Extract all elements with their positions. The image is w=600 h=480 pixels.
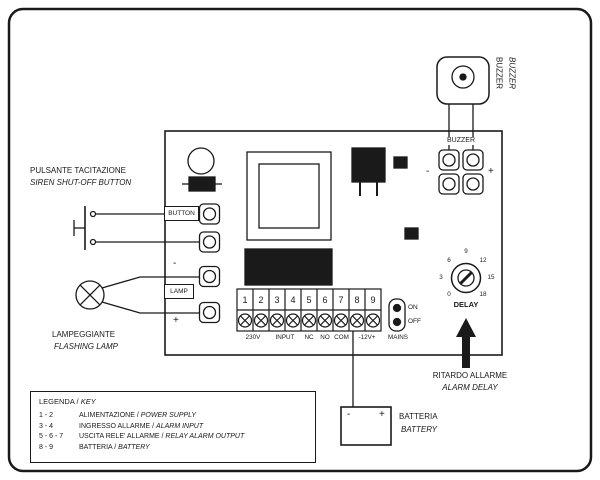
buzzer-ext-label-it: BUZZER [494,57,504,89]
battery-box [340,406,392,446]
lamp-wires [101,276,199,314]
component-transformer [246,151,332,241]
mains-switch [388,298,406,332]
legend-item-1-it: ALIMENTAZIONE / [79,412,139,419]
switch-off-label: OFF [408,318,421,325]
strip-label-no: NO [320,334,330,341]
legend-item-4-it: BATTERIA / [79,443,117,451]
delay-dial [450,262,482,294]
legend-title: LEGENDA / KEY [39,397,307,406]
terminal-number-4: 4 [290,295,296,305]
terminal-number-2: 2 [258,295,264,305]
strip-label-230v: 230V [245,334,261,341]
terminal-number-5: 5 [306,295,312,305]
legend-item-2: 3 - 4 INGRESSO ALLARME / ALARM INPUT [39,422,307,433]
buzzer-minus: - [426,166,430,177]
lamp-symbol [75,280,105,310]
siren-button-label-it: PULSANTE TACITAZIONE [30,166,127,175]
strip-label-12v: -12V+ [358,334,376,341]
alarm-delay-label-it: RITARDO ALLARME [432,371,508,380]
delay-number-3: 3 [439,274,443,281]
legend-item-1-en: POWER SUPPLY [140,412,197,419]
battery-plus: + [379,409,385,420]
delay-number-6: 6 [447,257,451,264]
legend-box: LEGENDA / KEY 1 - 2 ALIMENTAZIONE / POWER… [30,391,316,463]
switch-on-label: ON [408,304,418,311]
legend-item-3-nums: 5 - 6 - 7 [39,433,64,440]
delay-number-9: 9 [464,248,468,255]
delay-number-0: 0 [447,291,451,298]
buzzer-symbol [436,56,490,105]
terminal-number-7: 7 [338,295,344,305]
lamp-plus: + [173,315,179,326]
legend-item-4-nums: 8 - 9 [39,443,54,451]
flashing-lamp-label-en: FLASHING LAMP [54,342,119,351]
strip-label-input: INPUT [275,334,295,341]
strip-label-nc: NC [304,334,314,341]
component-capacitor-1 [393,156,408,169]
terminal-number-9: 9 [370,295,376,305]
delay-number-18: 18 [479,291,487,298]
legend-item-3-en: RELAY ALARM OUTPUT [165,433,245,440]
legend-item-3: 5 - 6 - 7 USCITA RELE' ALLARME / RELAY AL… [39,432,307,443]
legend-item-4-en: BATTERY [118,443,150,451]
delay-number-15: 15 [487,274,495,281]
component-diode [182,176,222,192]
legend-item-2-nums: 3 - 4 [39,422,54,430]
legend-title-en: KEY [80,397,96,406]
strip-label-com: COM [334,334,349,341]
button-label: BUTTON [164,206,199,221]
mounting-hole [187,147,215,175]
terminal-number-6: 6 [322,295,328,305]
alarm-delay-label-en: ALARM DELAY [442,383,498,392]
terminal-strip [236,288,382,332]
flashing-lamp-label-it: LAMPEGGIANTE [52,330,116,339]
outer-frame [7,7,593,473]
delay-label: DELAY [453,300,479,309]
terminal-number-3: 3 [274,295,280,305]
buzzer-plus: + [488,166,494,177]
board-buzzer-label: BUZZER [436,137,486,146]
terminal-number-8: 8 [354,295,360,305]
strip-label-mains: MAINS [388,334,408,341]
buzzer-ext-label-en: BUZZER [507,57,517,89]
lamp-minus: - [173,258,177,269]
lamp-label: LAMP [164,284,194,299]
legend-item-4: 8 - 9 BATTERIA / BATTERY [39,443,307,454]
battery-minus: - [347,409,351,420]
component-regulator [351,147,386,196]
legend-item-1: 1 - 2 ALIMENTAZIONE / POWER SUPPLY [39,411,307,422]
component-relay [244,248,333,286]
pushbutton-symbol [73,206,97,250]
siren-button-label-en: SIREN SHUT-OFF BUTTON [30,178,132,187]
component-capacitor-2 [404,227,419,240]
terminal-number-1: 1 [242,295,248,305]
battery-label-it: BATTERIA [399,412,438,421]
legend-item-3-it: USCITA RELE' ALLARME / [79,433,164,440]
legend-title-it: LEGENDA / [39,397,79,406]
legend-item-2-it: INGRESSO ALLARME / [79,422,155,430]
battery-label-en: BATTERY [401,425,438,434]
legend-item-2-en: ALARM INPUT [156,422,204,430]
legend-item-1-nums: 1 - 2 [39,412,54,419]
delay-arrow [456,318,476,368]
delay-number-12: 12 [479,257,487,264]
